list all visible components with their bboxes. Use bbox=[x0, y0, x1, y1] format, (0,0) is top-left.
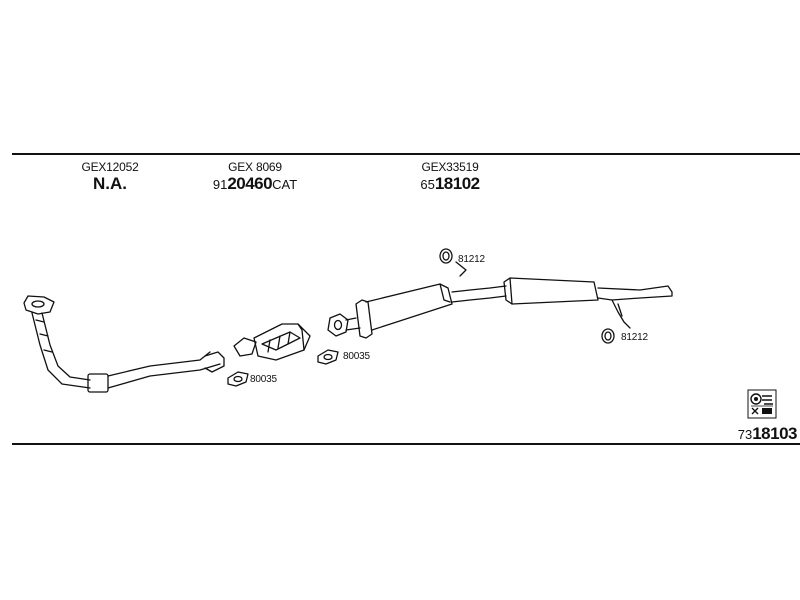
front-pipe-code: GEX12052 bbox=[81, 160, 139, 174]
front-silencer bbox=[327, 283, 507, 339]
gasket-front-label: 80035 bbox=[250, 374, 277, 385]
catalyst-group: GEX 8069 9120460CAT bbox=[200, 160, 310, 194]
front-pipe-status: N.A. bbox=[93, 174, 127, 193]
ring-rear-label: 81212 bbox=[621, 332, 648, 343]
silencer-number: 18102 bbox=[434, 174, 480, 193]
rear-silencer bbox=[503, 277, 673, 329]
parts-kit-icon bbox=[747, 389, 777, 419]
catalyst-prefix: 91 bbox=[212, 177, 228, 192]
ring-top-label: 81212 bbox=[458, 254, 485, 265]
catalytic-converter bbox=[233, 323, 311, 361]
silencer-group: GEX33519 6518102 bbox=[405, 160, 495, 194]
gasket-front bbox=[227, 371, 249, 387]
catalyst-suffix: CAT bbox=[272, 177, 298, 192]
catalyst-code: GEX 8069 bbox=[228, 160, 282, 174]
ring-rear bbox=[601, 328, 615, 344]
kit-number: 18103 bbox=[752, 424, 797, 443]
kit-prefix: 73 bbox=[737, 427, 753, 442]
top-divider bbox=[12, 153, 800, 155]
bottom-divider bbox=[12, 443, 800, 445]
silencer-code: GEX33519 bbox=[421, 160, 479, 174]
catalyst-part-number: 9120460CAT bbox=[200, 174, 310, 194]
front-pipe bbox=[23, 295, 225, 393]
silencer-part-number: 6518102 bbox=[405, 174, 495, 194]
front-pipe-group: GEX12052 N.A. bbox=[70, 160, 150, 194]
gasket-cat bbox=[317, 349, 339, 365]
silencer-prefix: 65 bbox=[420, 177, 435, 192]
gasket-cat-label: 80035 bbox=[343, 351, 370, 362]
ring-top bbox=[439, 248, 467, 277]
kit-part-number: 7318103 bbox=[737, 424, 798, 444]
catalyst-number: 20460 bbox=[227, 174, 273, 193]
